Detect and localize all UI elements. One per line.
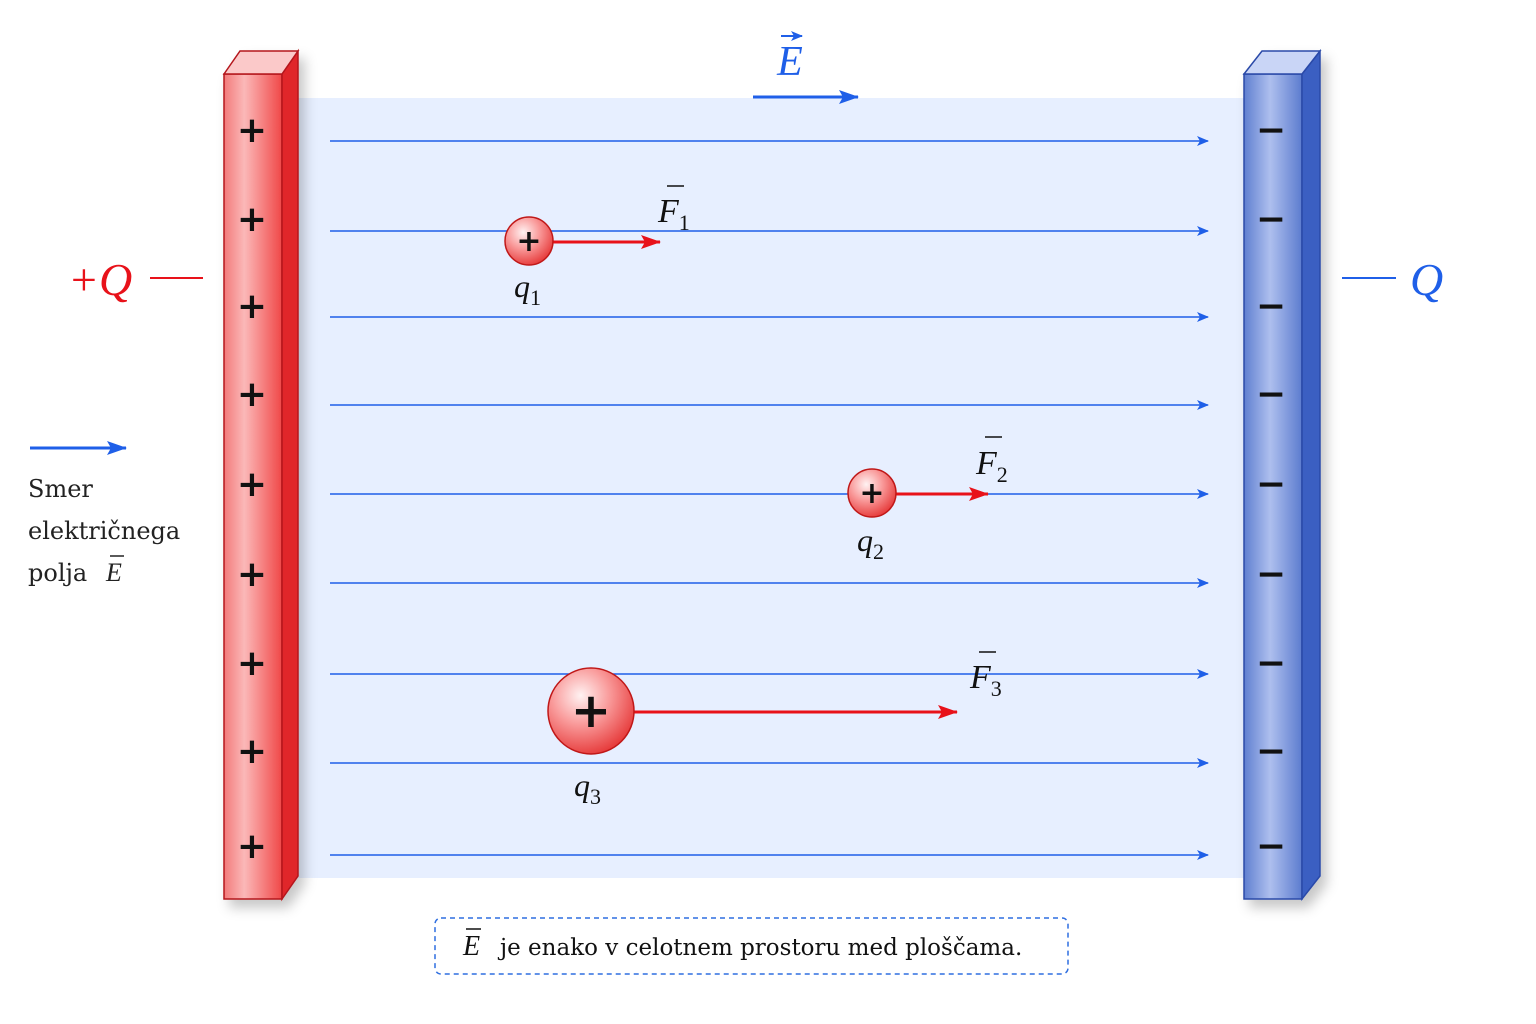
plus-sign: + [237, 374, 267, 415]
force-label-f2: F2 [975, 445, 1008, 487]
field-direction-legend: Smer električnega polja E [28, 441, 180, 587]
note-box: E je enako v celotnem prostoru med plošč… [434, 917, 1069, 975]
plus-sign: + [237, 731, 267, 772]
plus-sign: + [237, 199, 267, 240]
positive-plate [222, 48, 300, 902]
plus-sign: + [237, 110, 267, 151]
legend-line-1: Smer [28, 475, 93, 503]
charge-ball-q1 [504, 216, 554, 266]
note-field-symbol: E [462, 931, 480, 962]
plus-sign: + [237, 286, 267, 327]
legend-line-3: polja [28, 559, 87, 587]
positive-charge-text: +Q [68, 254, 132, 305]
minus-sign: − [1256, 643, 1286, 684]
field-region [290, 98, 1250, 878]
minus-sign: − [1256, 374, 1286, 415]
plus-sign: + [237, 826, 267, 867]
positive-plate-signs: + + + + + + + + + [237, 110, 267, 867]
charge-q2: + q2 F2 [847, 436, 1008, 564]
negative-charge-label: Q [1342, 254, 1443, 305]
force-label-f1: F1 [657, 193, 690, 235]
negative-plate-signs: − − − − − − − − − [1256, 110, 1286, 867]
minus-sign: − [1256, 110, 1286, 151]
plus-sign: + [237, 464, 267, 505]
charge-ball-q3 [547, 667, 635, 755]
minus-sign: − [1256, 731, 1286, 772]
minus-sign: − [1256, 464, 1286, 505]
charge-sign-q2: + [859, 476, 884, 511]
charge-label-q2: q2 [857, 522, 884, 564]
charge-q1: + q1 F1 [504, 185, 690, 310]
note-text: je enako v celotnem prostoru med ploščam… [497, 935, 1022, 961]
charge-sign-q1: + [516, 224, 541, 259]
charge-label-q1: q1 [514, 268, 541, 310]
charge-label-q3: q3 [574, 767, 601, 809]
minus-sign: − [1256, 826, 1286, 867]
charge-q3: + q3 F3 [547, 651, 1002, 809]
charge-ball-q2 [847, 468, 897, 518]
negative-plate [1242, 48, 1322, 902]
negative-charge-text: Q [1410, 254, 1443, 305]
positive-charge-label: +Q [68, 254, 203, 305]
field-direction-indicator-top: E [753, 31, 859, 104]
minus-sign: − [1256, 199, 1286, 240]
minus-sign: − [1256, 286, 1286, 327]
minus-sign: − [1256, 554, 1286, 595]
legend-field-symbol: E [105, 558, 122, 587]
plus-sign: + [237, 643, 267, 684]
force-label-f3: F3 [969, 659, 1002, 701]
plus-sign: + [237, 554, 267, 595]
field-label-top: E [776, 39, 803, 85]
charge-sign-q3: + [571, 683, 611, 739]
legend-line-2: električnega [28, 517, 180, 545]
field-lines [330, 136, 1209, 860]
